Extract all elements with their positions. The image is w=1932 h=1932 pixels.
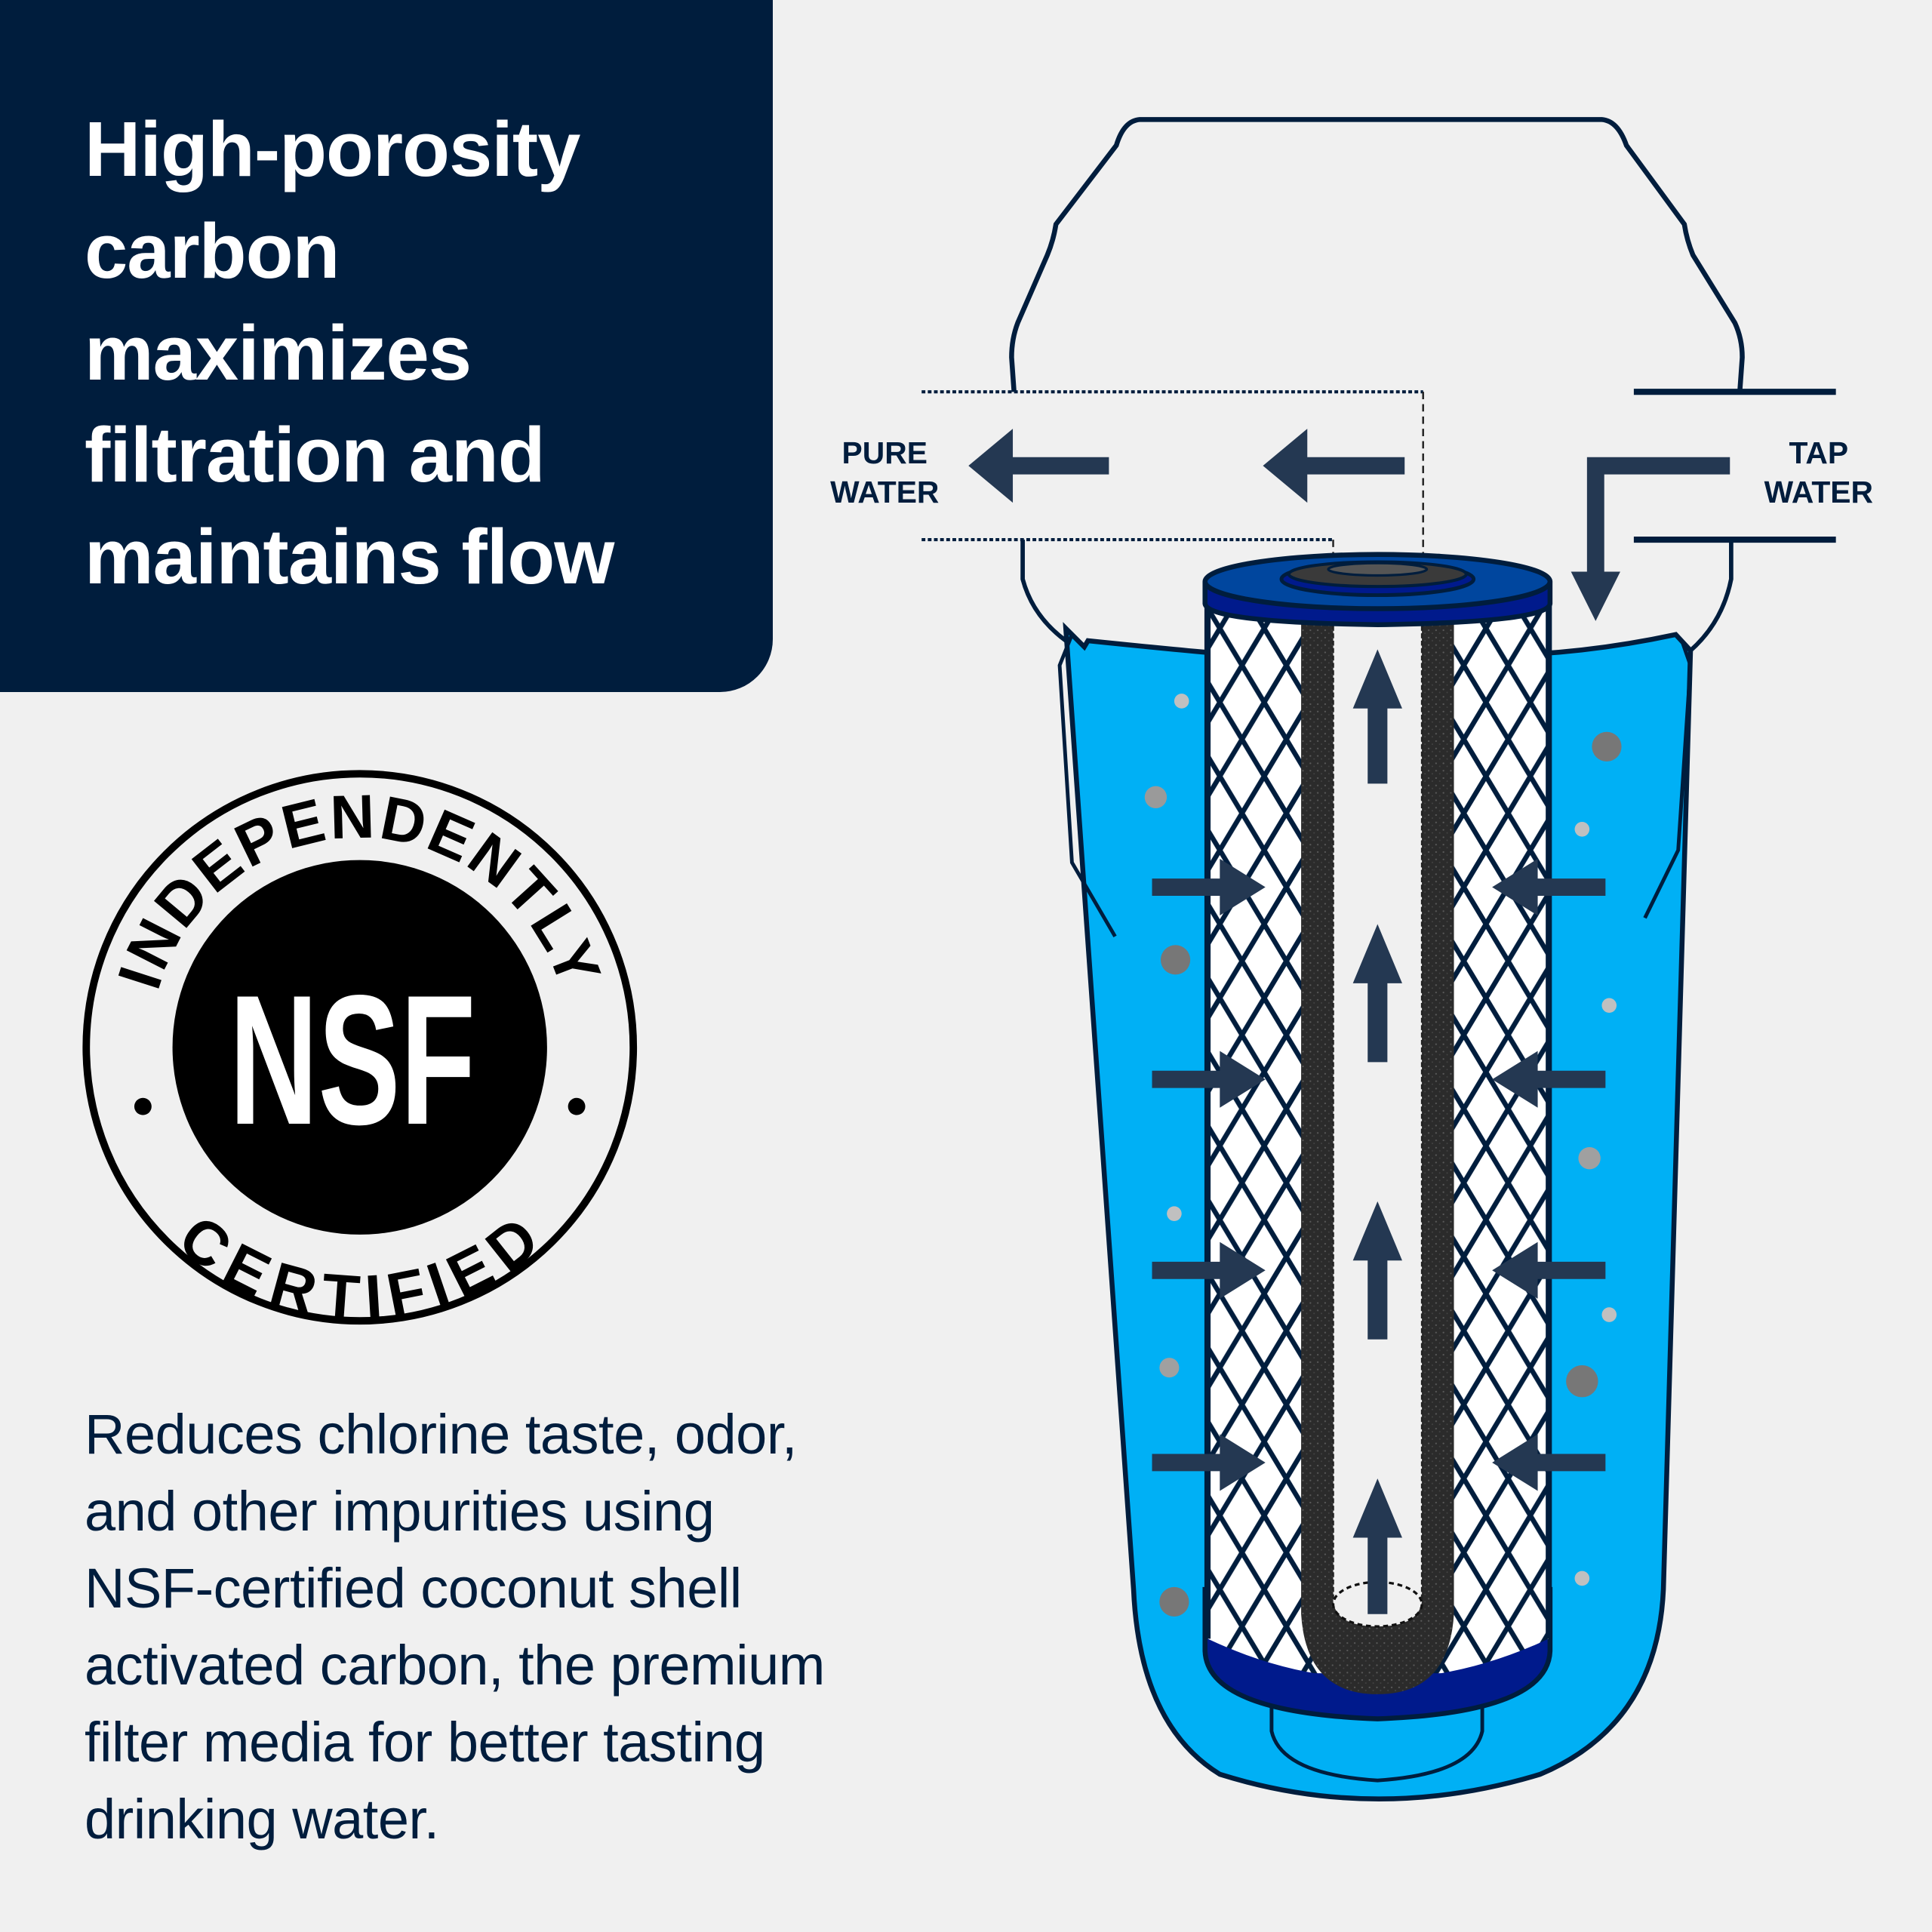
badge-nsf-text: NSF [229,956,476,1163]
headline-line-5: maintains flow [85,513,614,600]
description-line-6: drinking water. [85,1788,439,1850]
headline: High-porosity carbon maximizes filtratio… [85,98,614,608]
headline-line-4: filtration and [85,411,546,498]
description-line-3: NSF-certified coconut shell [85,1557,742,1620]
pure-water-label-1: PURE [842,435,928,470]
housing-bottom-nub [1269,1697,1484,1783]
arrow-up-icon [1352,649,1402,1614]
arrow-left-icon [968,429,1405,503]
description-line-5: filter media for better tasting [85,1711,765,1774]
arrow-left-inward-icon [1492,858,1606,1491]
tap-water-label-2: WATER [1764,475,1873,509]
impurity-particles [1144,694,1622,1617]
headline-line-1: High-porosity [85,106,580,192]
inlet-port [1633,389,1836,543]
headline-line-2: carbon [85,208,340,294]
description: Reduces chlorine taste, odor, and other … [85,1396,825,1858]
tap-water-label-1: TAP [1789,435,1849,470]
arrow-right-icon [1152,858,1266,1491]
nsf-certified-badge: INDEPENDENTLY CERTIFIED NSF [82,770,638,1333]
pure-water-label-2: WATER [830,475,939,509]
description-line-2: and other impurities using [85,1480,715,1543]
headline-panel: High-porosity carbon maximizes filtratio… [0,0,773,692]
description-line-4: activated carbon, the premium [85,1634,825,1697]
housing-head [1009,117,1745,653]
description-line-1: Reduces chlorine taste, odor, [85,1403,797,1466]
headline-line-3: maximizes [85,309,472,396]
arrow-down-icon [1571,457,1730,621]
